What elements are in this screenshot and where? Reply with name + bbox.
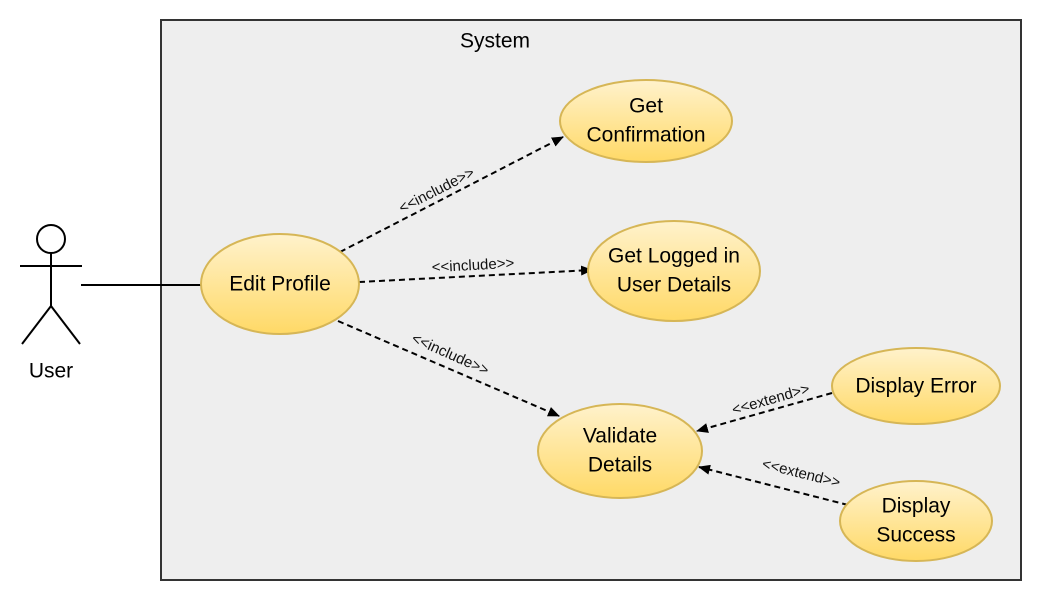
- use-case-edit-profile[interactable]: Edit Profile: [200, 233, 360, 335]
- use-case-label-line1: Validate: [583, 425, 657, 448]
- actor-user[interactable]: User: [20, 224, 82, 383]
- use-case-label-line2: Details: [588, 454, 652, 477]
- extend-edge-error: [696, 392, 833, 433]
- use-case-label-line2: Confirmation: [586, 124, 705, 147]
- stick-figure-icon: [20, 224, 82, 345]
- include-label-logged-in: <<include>>: [431, 255, 515, 276]
- use-case-label-line1: Display: [882, 495, 951, 518]
- use-case-display-success[interactable]: Display Success: [839, 480, 993, 562]
- include-edge-confirmation: [339, 136, 564, 253]
- include-edge-logged-in: [358, 265, 593, 283]
- include-edge-validate: [337, 320, 560, 417]
- use-case-label-line2: Success: [876, 524, 955, 547]
- actor-label: User: [29, 360, 73, 383]
- use-case-validate-details[interactable]: Validate Details: [537, 403, 703, 499]
- use-case-get-confirmation[interactable]: Get Confirmation: [559, 79, 733, 163]
- use-case-label: Display Error: [855, 375, 976, 398]
- use-case-label-line2: User Details: [617, 274, 731, 297]
- use-case-display-error[interactable]: Display Error: [831, 347, 1001, 425]
- use-case-label-line1: Get: [629, 95, 663, 118]
- use-case-get-logged-in-user-details[interactable]: Get Logged in User Details: [587, 220, 761, 322]
- extend-edge-success: [698, 464, 849, 506]
- use-case-label: Edit Profile: [229, 273, 331, 296]
- use-case-label-line1: Get Logged in: [608, 245, 740, 268]
- system-title: System: [460, 30, 530, 53]
